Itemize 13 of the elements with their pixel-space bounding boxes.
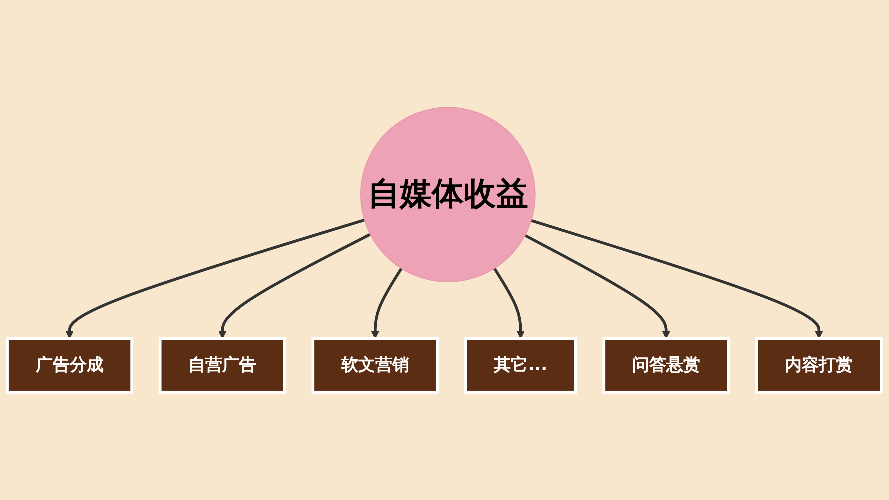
- node-circle: 自媒体收益: [360, 107, 536, 283]
- node-box: 自营广告: [158, 337, 286, 394]
- arrow: [218, 233, 372, 340]
- arrow: [531, 219, 824, 340]
- arrow: [524, 234, 671, 340]
- arrow: [66, 218, 366, 340]
- node-box: 广告分成: [6, 337, 134, 394]
- node-box: 问答悬赏: [602, 337, 730, 394]
- node-box: 其它...: [464, 337, 578, 394]
- arrow: [493, 268, 526, 340]
- node-box: 内容打赏: [756, 337, 883, 394]
- node-box: 软文营销: [312, 337, 440, 394]
- arrow: [371, 268, 403, 340]
